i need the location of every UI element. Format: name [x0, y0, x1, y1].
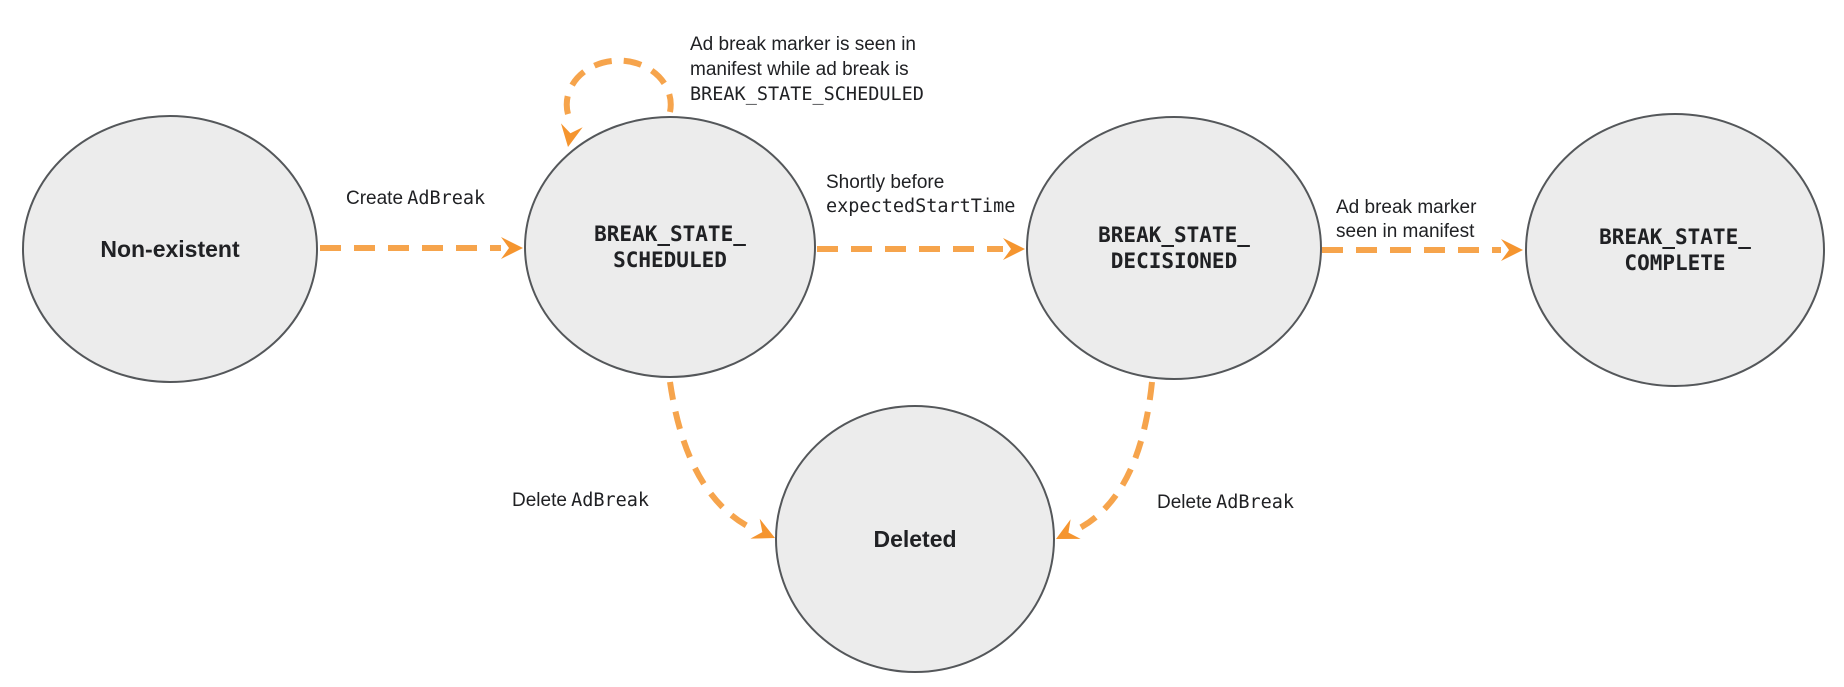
arrowhead-self-loop-icon: [560, 123, 583, 147]
state-circle-scheduled: [524, 116, 816, 378]
state-circle-complete: [1525, 113, 1825, 387]
edge-label-create-code: AdBreak: [407, 188, 486, 209]
arrowhead-shortly-before-icon: [1003, 238, 1025, 260]
arrow-self-loop-scheduled: [563, 57, 674, 124]
arrowhead-delete-from-scheduled-icon: [750, 518, 775, 539]
edge-label-self-loop-line1: Ad break marker is seen in: [690, 34, 916, 55]
edge-label-marker-seen: Ad break marker seen in manifest: [1336, 172, 1476, 244]
state-circle-decisioned: [1026, 116, 1322, 380]
edge-label-self-loop-code: BREAK_STATE_SCHEDULED: [690, 84, 924, 105]
arrowhead-marker-seen-icon: [1501, 239, 1523, 261]
edge-label-create-plain: Create: [346, 188, 404, 209]
state-circle-deleted: [775, 405, 1055, 673]
edge-label-shortly-before-code: expectedStartTime: [826, 196, 1016, 217]
edge-label-shortly-before-plain: Shortly before: [826, 172, 945, 193]
arrowhead-delete-from-decisioned-icon: [1056, 519, 1081, 539]
edge-label-delete-left-code: AdBreak: [571, 490, 650, 511]
edge-label-delete-right-code: AdBreak: [1216, 492, 1295, 513]
arrow-delete-from-decisioned: [1074, 381, 1155, 533]
edge-label-delete-left-plain: Delete: [512, 490, 567, 511]
arrow-delete-from-scheduled: [667, 381, 757, 533]
edge-label-marker-seen-text: Ad break marker seen in manifest: [1336, 197, 1477, 242]
edge-label-self-loop-line2: manifest while ad break is: [690, 59, 909, 80]
edge-label-self-loop: Ad break marker is seen in manifest whil…: [690, 32, 924, 107]
state-circle-non-existent: [22, 115, 318, 383]
edge-label-shortly-before: Shortly before expectedStartTime: [826, 171, 1015, 219]
arrowhead-create-adbreak-icon: [501, 237, 523, 259]
edge-label-delete-right-plain: Delete: [1157, 492, 1212, 513]
